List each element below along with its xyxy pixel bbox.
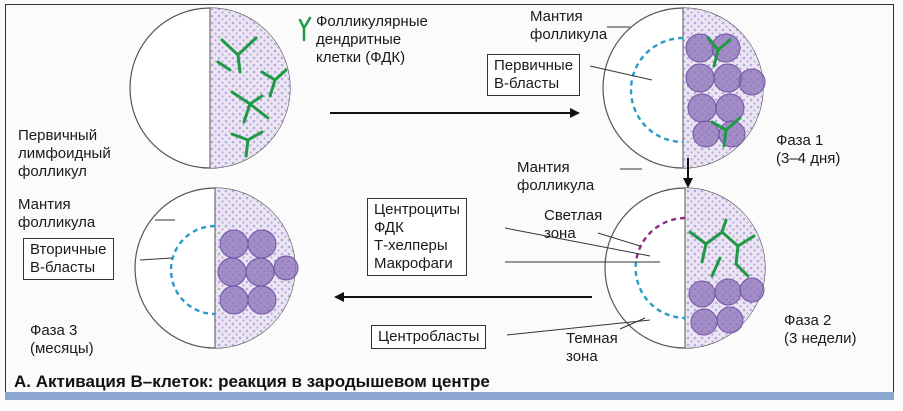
dark-zone-label: Темная зона	[566, 330, 618, 365]
phase3-follicle	[134, 187, 299, 349]
fdc-network-phase0	[216, 36, 288, 158]
phase1-label: Фаза 1 (3–4 дня)	[776, 132, 841, 167]
phase2-follicle	[604, 187, 766, 349]
light-zone-label: Светлая зона	[544, 207, 603, 242]
figure-caption: А. Активация В–клеток: реакция в зародыш…	[14, 372, 490, 391]
phase1-follicle	[602, 7, 766, 169]
fdc-legend-icon	[298, 16, 312, 42]
phase3-label: Фаза 3 (месяцы)	[30, 322, 94, 357]
phase1-blasts-box: Первичные В-бласты	[487, 54, 581, 96]
phase2-mantle-label: Мантия фолликула	[517, 159, 595, 194]
centroblasts-cluster	[688, 277, 765, 336]
leader-lines	[139, 26, 660, 336]
primary-follicle-label: Первичный лимфоидный фолликул	[18, 127, 111, 180]
phase2-label: Фаза 2 (3 недели)	[784, 312, 857, 347]
fdc-network-phase2	[688, 218, 756, 278]
phase3-mantle-label: Мантия фолликула	[18, 196, 96, 231]
bottom-color-bar	[5, 392, 894, 400]
secondary-blasts	[217, 229, 299, 315]
fdc-legend-label: Фолликулярные дендритные клетки (ФДК)	[316, 13, 428, 66]
phase1-mantle-label: Мантия фолликула	[530, 8, 608, 43]
primary-follicle	[129, 7, 291, 169]
phase3-blasts-box: Вторичные В-бласты	[23, 238, 114, 280]
germinal-center-cells-box: Центроциты ФДК Т-хелперы Макрофаги	[367, 198, 467, 276]
centroblasts-box: Центробласты	[371, 325, 487, 349]
